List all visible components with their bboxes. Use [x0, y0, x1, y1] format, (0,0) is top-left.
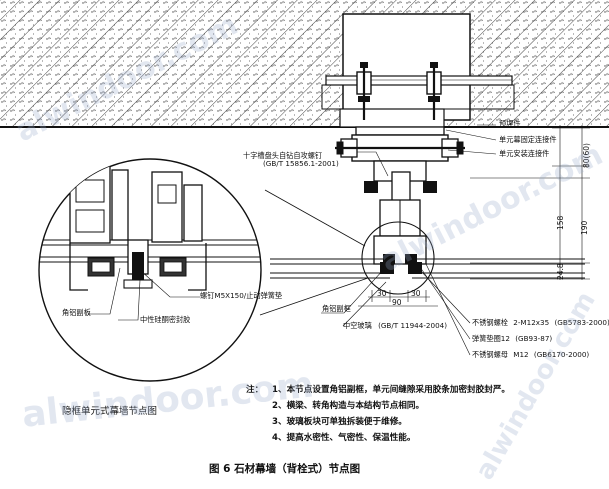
dim-30-right: 30	[411, 289, 421, 298]
anchor-bolt-right	[426, 62, 442, 120]
label-bolt-size: 2-M12x35	[513, 318, 550, 327]
concrete-slab	[0, 0, 609, 128]
label-stainless-nut: 不锈钢螺母 M12 (GB6170-2000)	[472, 351, 589, 359]
note-item-4: 4、提高水密性、气密性、保温性能。	[272, 433, 416, 443]
dim-90: 90	[392, 298, 402, 307]
detail-reference-circle	[361, 221, 435, 295]
detail-bubble	[38, 158, 262, 382]
label-unit-install-connector: 单元安装连接件	[499, 149, 550, 158]
leader-lines	[321, 124, 497, 356]
label-nut-size: M12	[513, 350, 529, 359]
dim-80-60: 80(60)	[582, 143, 591, 168]
label-glass-standard: (GB/T 11944-2004)	[378, 321, 448, 330]
label-insulated-glass: 中空玻璃 (GB/T 11944-2004)	[343, 322, 447, 330]
dim-24-8: 24.8	[556, 263, 565, 280]
note-item-3: 3、玻璃板块可单独拆装便于维修。	[272, 417, 407, 427]
note-item-2: 2、横梁、转角构造与本结构节点相同。	[272, 401, 425, 411]
dimension-lines	[358, 125, 590, 307]
figure-caption: 图 6 石材幕墙（背栓式）节点图	[209, 463, 361, 475]
insulated-glass-panels	[270, 258, 585, 279]
label-screw-name: 十字槽盘头自钻自攻螺钉	[243, 151, 323, 160]
label-washer-standard: (GB93-87)	[515, 334, 553, 343]
anchor-bolt-left	[356, 62, 372, 120]
label-stainless-bolt: 不锈钢螺栓 2-M12x35 (GB5783-2000)	[472, 319, 609, 327]
dim-30-left: 30	[377, 289, 387, 298]
label-angle-aluminum-frame: 角铝副框	[322, 304, 351, 313]
detail-caption: 隐框单元式幕墙节点图	[62, 406, 158, 417]
detail-label-screw: 螺钉M5X150/止动弹簧垫	[200, 291, 283, 300]
notes-head: 注：	[246, 385, 264, 395]
label-screw-standard: (GB/T 15856.1-2001)	[263, 158, 339, 168]
label-spring-washer: 弹簧垫圈12 (GB93-87)	[472, 335, 552, 343]
detail-label-sealant: 中性硅酮密封胶	[140, 315, 191, 324]
label-washer-name: 弹簧垫圈12	[472, 334, 510, 343]
label-nut-standard: (GB6170-2000)	[533, 350, 590, 359]
label-glass-name: 中空玻璃	[343, 321, 372, 330]
unit-connector-bracket	[335, 126, 465, 265]
label-embedded-plate: 预埋件	[499, 119, 521, 128]
label-nut-name: 不锈钢螺母	[472, 350, 508, 359]
dim-158: 158	[556, 215, 565, 230]
label-self-drilling-screw: 十字槽盘头自钻自攻螺钉 (GB/T 15856.1-2001)	[243, 152, 339, 167]
embedded-plate	[321, 13, 515, 128]
label-bolt-standard: (GB5783-2000)	[554, 318, 609, 327]
detail-label-angle-plate: 角铝副板	[62, 308, 91, 317]
dim-190: 190	[580, 220, 589, 235]
label-unit-fixing-connector: 单元幕固定连接件	[499, 135, 557, 144]
note-item-1: 1、本节点设置角铝副框，单元间缝隙采用胶条加密封胶封严。	[272, 385, 511, 395]
label-bolt-name: 不锈钢螺栓	[472, 318, 508, 327]
